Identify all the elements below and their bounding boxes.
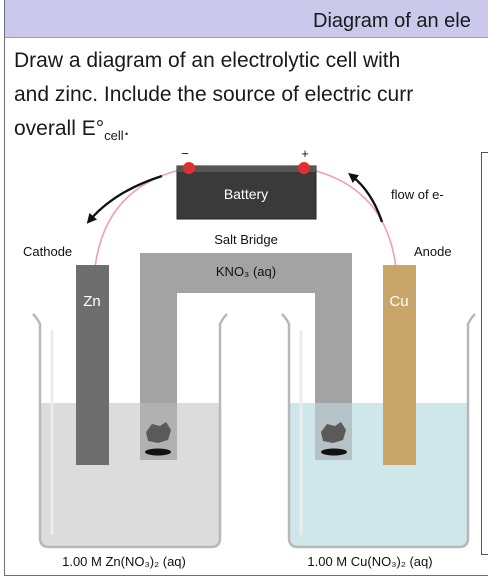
negative-sign: − bbox=[181, 146, 189, 161]
left-solution bbox=[40, 403, 220, 547]
battery-terminal-negative bbox=[183, 162, 195, 174]
left-solution-label: 1.00 M Zn(NO₃)₂ (aq) bbox=[62, 554, 186, 569]
right-solution-label: 1.00 M Cu(NO₃)₂ (aq) bbox=[307, 554, 432, 569]
left-bridge-plug bbox=[146, 422, 171, 443]
right-beaker bbox=[281, 313, 476, 549]
wire-left bbox=[94, 167, 189, 269]
salt-bridge-label: Salt Bridge bbox=[214, 232, 278, 247]
answer-box[interactable] bbox=[481, 152, 488, 555]
prompt-line-1: Draw a diagram of an electrolytic cell w… bbox=[14, 49, 401, 72]
flow-of-electrons-label: flow of e- bbox=[391, 187, 444, 202]
prompt-line-3-end: . bbox=[123, 117, 130, 140]
right-bridge-plug bbox=[321, 422, 346, 443]
left-bridge-opening bbox=[145, 448, 171, 456]
battery-top-highlight bbox=[177, 166, 316, 172]
copper-electrode bbox=[383, 265, 416, 465]
zinc-electrode bbox=[76, 265, 109, 465]
prompt-line-3-main: overall E° bbox=[14, 117, 105, 140]
prompt-line-3-sub: cell bbox=[104, 128, 124, 144]
right-bridge-opening bbox=[321, 448, 347, 456]
battery bbox=[176, 165, 317, 220]
battery-terminal-positive bbox=[298, 162, 310, 174]
anode-label: Anode bbox=[414, 244, 452, 259]
question-prompt: Draw a diagram of an electrolytic cell w… bbox=[14, 44, 488, 174]
prompt-line-2: and zinc. Include the source of electric… bbox=[14, 83, 414, 106]
cathode-label: Cathode bbox=[23, 244, 72, 259]
header-bar: Diagram of an ele bbox=[5, 0, 488, 38]
page-title: Diagram of an ele bbox=[313, 10, 471, 32]
kno3-label: KNO₃ (aq) bbox=[216, 264, 276, 279]
electron-arrow-right bbox=[348, 172, 384, 223]
content-frame bbox=[4, 0, 488, 576]
prompt-line-3: overall E°cell. bbox=[14, 112, 488, 153]
copper-electrode-label: Cu bbox=[389, 293, 408, 310]
electron-arrow-left bbox=[86, 174, 163, 224]
wire-right bbox=[303, 167, 397, 269]
positive-sign: + bbox=[301, 146, 309, 161]
left-beaker bbox=[32, 313, 228, 549]
zinc-electrode-label: Zn bbox=[83, 293, 101, 310]
battery-label: Battery bbox=[224, 186, 268, 202]
